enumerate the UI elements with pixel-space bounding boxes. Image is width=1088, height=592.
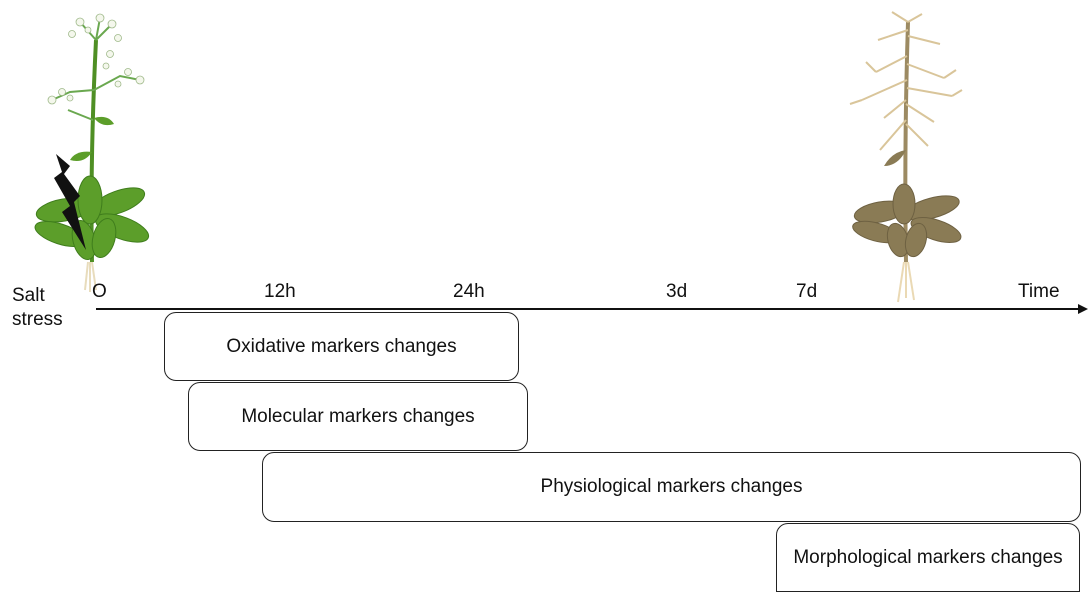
phase-molecular-label: Molecular markers changes	[241, 405, 475, 427]
phase-physiological: Physiological markers changes	[262, 452, 1081, 522]
time-axis-label: Time	[1018, 281, 1060, 302]
healthy-plant-illustration	[34, 13, 150, 292]
tick-label-0: O	[92, 281, 107, 302]
phase-oxidative: Oxidative markers changes	[164, 312, 519, 381]
tick-label-12h: 12h	[264, 281, 296, 302]
tick-label-7d: 7d	[796, 281, 818, 302]
phase-physiological-label: Physiological markers changes	[540, 476, 803, 497]
time-axis-arrowhead	[1078, 304, 1088, 314]
phase-morphological: Morphological markers changes	[776, 523, 1080, 592]
tick-label-24h: 24h	[453, 281, 485, 302]
salt-stress-label-line1: Salt	[12, 285, 45, 306]
dead-plant-illustration	[849, 11, 963, 303]
phase-molecular: Molecular markers changes	[188, 382, 528, 451]
tick-label-3d: 3d	[666, 281, 688, 302]
salt-stress-label-line2: stress	[12, 309, 63, 330]
phase-oxidative-label: Oxidative markers changes	[226, 335, 457, 357]
phase-morphological-label: Morphological markers changes	[793, 546, 1063, 568]
